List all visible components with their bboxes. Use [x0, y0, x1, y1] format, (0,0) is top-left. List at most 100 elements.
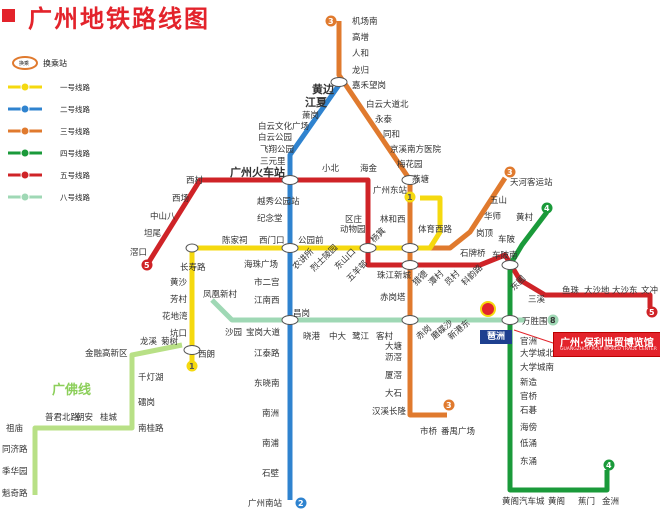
station-guangzhouhuochezhan: 广州火车站: [230, 165, 285, 179]
station-huashi: 华师: [484, 211, 502, 222]
expo-pin-icon: [480, 301, 496, 317]
station-yangji: 杨箕: [368, 225, 388, 245]
station-guangzhounanzhan: 广州南站: [248, 498, 283, 509]
interchange-guangzhoudongzhan-icon: [401, 175, 419, 185]
station-nanzhou: 南洲: [262, 408, 279, 419]
station-yongtai: 永泰: [375, 114, 393, 125]
station-chigangta: 赤岗塔: [380, 292, 406, 303]
station-dashi: 大石: [385, 388, 402, 399]
expo-marker: [480, 301, 554, 344]
station-tanwei: 坦尾: [144, 229, 162, 239]
station-shiqi: 石碁: [520, 405, 538, 416]
legend-dot-3: [20, 126, 30, 136]
station-gongyuanqian: 公园前: [298, 235, 324, 246]
station-kuiqilu: 魁奇路: [2, 488, 28, 499]
station-jiaokou: 滘口: [130, 248, 147, 258]
guangfo-line: [32, 342, 183, 495]
interchange-wanshengwei-icon: [501, 315, 519, 325]
badge-line4-bottom-icon: [603, 459, 615, 471]
station-tancun: 潭村: [426, 268, 446, 288]
station-hanxichanglong: 汉溪长隆: [372, 406, 407, 417]
station-haibang: 海傍: [520, 422, 537, 433]
legend-dot-4: [20, 148, 30, 158]
legend-label-3: 三号线路: [60, 126, 90, 136]
station-guanzhou: 官洲: [520, 336, 537, 347]
station-shibi: 石壁: [262, 468, 280, 479]
station-daxuechengnan: 大学城南: [520, 362, 554, 373]
station-dongwuyuan: 动物园: [340, 224, 366, 235]
badge-line3-top-icon: [325, 15, 337, 27]
station-huangcun4: 黄村: [516, 212, 534, 223]
station-baogangdadao: 宝岗大道: [246, 327, 281, 338]
legend-line-2: 二号线路: [8, 104, 90, 114]
station-wanshengwei: 万胜围: [522, 316, 548, 327]
station-changgang: 昌岗: [293, 308, 310, 319]
legend-label-5: 五号线路: [60, 170, 90, 180]
badge-line8-icon: [547, 314, 559, 326]
station-huanggeqichecheng: 黄阁汽车城: [502, 496, 545, 507]
interchange-legend-mark: 换乘: [19, 60, 29, 67]
badge-line1-top-icon: [404, 191, 416, 203]
station-ximenkou: 西门口: [259, 235, 285, 246]
station-huadiwan: 花地湾: [162, 311, 188, 322]
station-tonghe: 同和: [383, 130, 400, 140]
badge-line5-right-text: 5: [649, 308, 655, 317]
station-dashadi: 大沙地: [584, 285, 610, 296]
station-chebeinan: 车陂南: [492, 250, 518, 261]
station-nanpu: 南浦: [262, 438, 280, 449]
line-badges: 3 3 3 2 1 1 5 5 4 4 8: [141, 15, 658, 509]
station-kengkou: 坑口: [170, 328, 187, 339]
expo-connector: [513, 329, 554, 344]
station-tiyuxilu: 体育西路: [418, 224, 453, 235]
interchange-changgang-icon: [281, 315, 299, 325]
guangfo-line-label: 广佛线: [52, 382, 91, 398]
station-chenjiaci: 陈家祠: [222, 235, 248, 246]
station-xichang: 西场: [172, 194, 189, 204]
station-chebei: 车陂: [498, 234, 516, 245]
station-jiniantang: 纪念堂: [257, 213, 283, 224]
interchange-jiahewanggang-icon: [330, 77, 348, 87]
pazhou-label: 琶洲: [480, 330, 512, 344]
station-jihuayuan: 季华园: [2, 466, 28, 477]
station-dichong: 低涌: [520, 438, 537, 449]
station-liede: 猎德: [410, 268, 430, 288]
expo-name-en: GUANGZHOU POLY WORLD TRADE CENTER: [560, 347, 657, 352]
line-4: [507, 210, 610, 493]
title-block: 广州地铁路线图: [0, 0, 300, 34]
station-xiaobei: 小北: [322, 163, 340, 174]
station-pujunbeilu: 普君北路: [45, 412, 80, 423]
station-shipaiqiao: 石牌桥: [460, 248, 486, 259]
station-zhongshanba: 中山八: [150, 211, 176, 222]
line-8: [210, 298, 525, 323]
station-sanyuanli: 三元里: [260, 157, 286, 167]
station-panyuguangchang: 番禺广场: [441, 426, 475, 437]
interchange-ximenkou-icon: [185, 243, 199, 253]
legend-line-8: 八号线路: [8, 192, 90, 202]
station-yantang: 燕塘: [412, 174, 430, 185]
station-linhexi: 林和西: [380, 214, 406, 225]
station-haizhuguangchang: 海珠广场: [244, 259, 278, 270]
station-lujiang: 鹭江: [352, 331, 370, 342]
station-xinzao: 新造: [520, 377, 538, 388]
station-guanqiao: 官桥: [520, 391, 538, 402]
station-feixianggongyuan: 飞翔公园: [260, 144, 294, 155]
line-4-track: [507, 210, 610, 493]
station-datang: 大塘: [385, 341, 403, 352]
legend-label-4: 四号线路: [60, 148, 90, 158]
title-square-icon: [2, 9, 15, 22]
station-lijiao: 沥滘: [385, 353, 402, 363]
station-zumiao: 祖庙: [6, 423, 24, 434]
badge-line1-top-text: 1: [407, 193, 413, 202]
legend: 换乘 换乘站 一号线路 二号线路 三号线路 四号线路 五号线路: [8, 56, 90, 202]
station-wushan: 五山: [490, 195, 507, 206]
station-shierhui: 市二宫: [254, 277, 280, 288]
legend-label-8: 八号线路: [60, 192, 90, 202]
station-dongxiaonan: 东晓南: [254, 378, 280, 389]
station-dongchong: 东涌: [520, 456, 537, 467]
station-qiandenghu: 千灯湖: [138, 372, 164, 383]
badge-line8-text: 8: [550, 316, 556, 325]
station-guicheng: 桂城: [100, 412, 118, 423]
station-xiaogang8: 晓港: [303, 331, 321, 342]
badge-line4-top-text: 4: [544, 204, 550, 213]
